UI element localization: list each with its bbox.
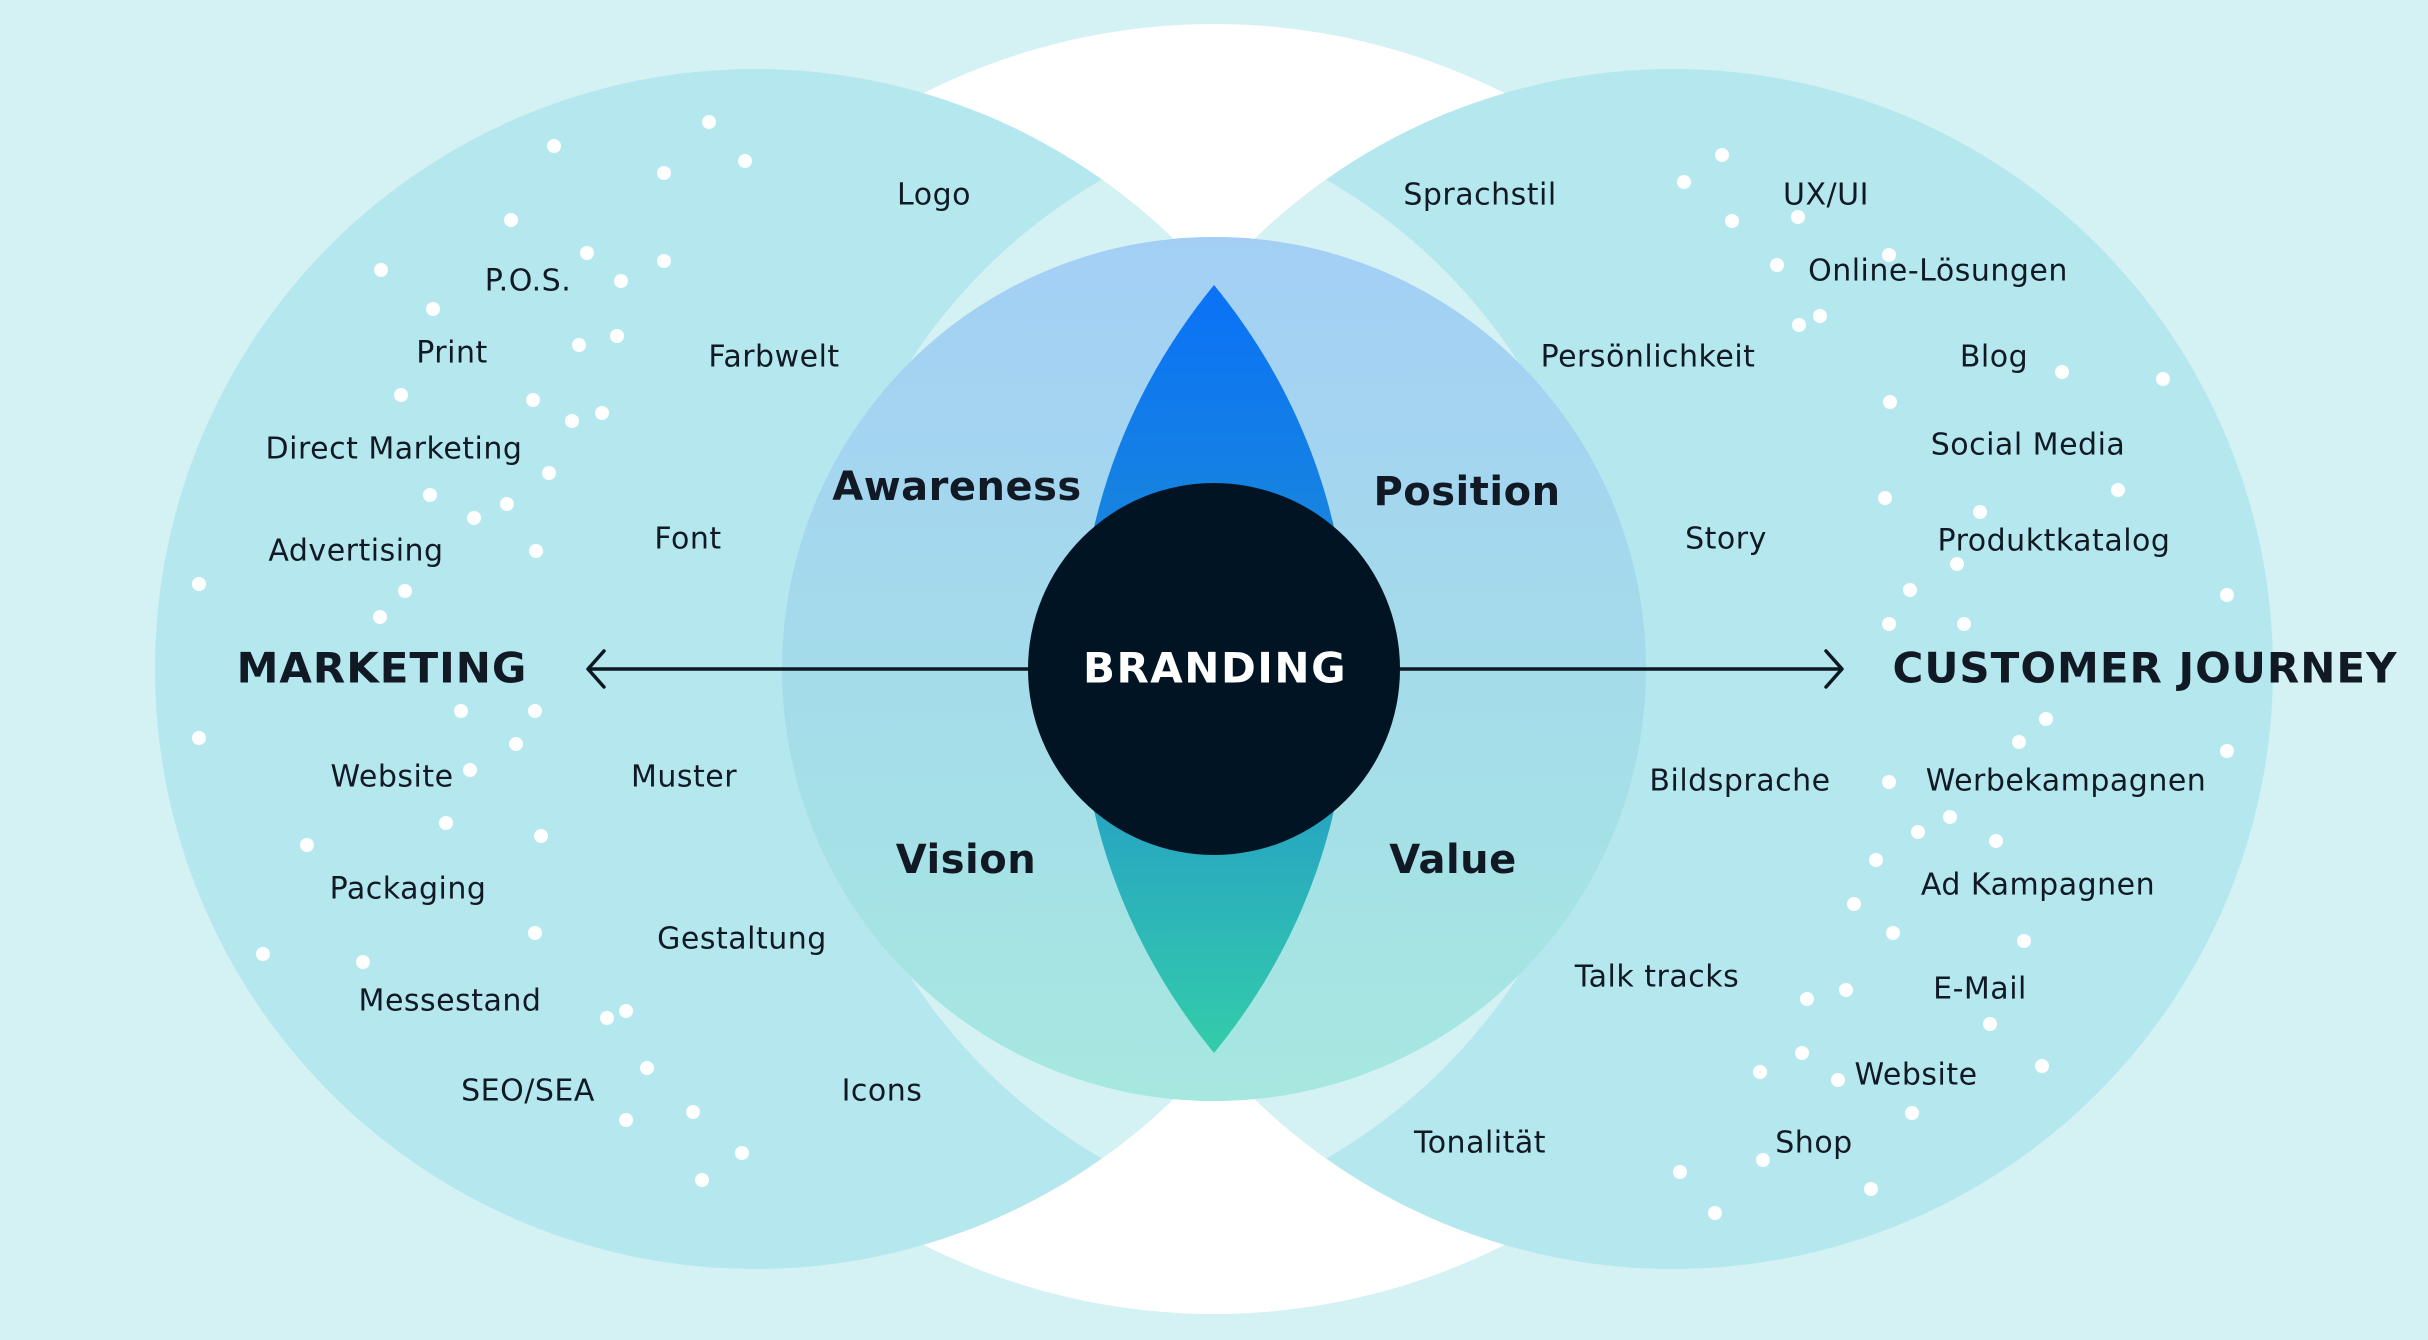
journey-item: Online-Lösungen [1808,253,2068,289]
journey-item: Produktkatalog [1937,523,2171,559]
journey-item: Social Media [1930,427,2126,463]
heading-customer-journey: CUSTOMER JOURNEY [1892,643,2398,693]
identity-right-item: Talk tracks [1574,959,1740,995]
journey-item: Website [1854,1057,1978,1093]
marketing-item: Messestand [358,983,542,1019]
pillar-value: Value [1389,837,1517,883]
branding-title: BRANDING [1082,643,1348,693]
pillar-awareness: Awareness [832,464,1082,510]
pillar-position: Position [1373,469,1561,515]
decorative-dots [192,115,2234,1220]
marketing-item: Direct Marketing [265,431,523,467]
journey-item: UX/UI [1783,177,1869,213]
branding-core-circle [1028,483,1400,855]
journey-item: Werbekampagnen [1925,763,2207,799]
identity-right-item: Bildsprache [1649,763,1831,799]
journey-item: Ad Kampagnen [1920,867,2156,903]
identity-right-item: Sprachstil [1403,177,1557,213]
marketing-item: Website [330,759,454,795]
identity-left-item: Icons [841,1073,923,1109]
identity-left-item: Logo [897,177,971,213]
identity-right-item: Tonalität [1413,1125,1547,1161]
identity-left-item: Muster [630,759,738,795]
identity-left-item: Font [654,521,722,557]
marketing-item: Print [416,335,488,371]
heading-marketing: MARKETING [236,643,528,693]
journey-item: E-Mail [1933,971,2027,1007]
marketing-item: Advertising [268,533,444,569]
marketing-item: P.O.S. [484,263,572,299]
pillar-vision: Vision [895,837,1037,883]
journey-item: Blog [1959,339,2029,375]
identity-right-item: Story [1685,521,1767,557]
identity-left-item: Farbwelt [708,339,840,375]
identity-right-item: Persönlichkeit [1540,339,1756,375]
journey-item: Shop [1775,1125,1853,1161]
identity-left-item: Gestaltung [657,921,827,957]
marketing-item: Packaging [329,871,487,907]
marketing-item: SEO/SEA [461,1073,595,1109]
